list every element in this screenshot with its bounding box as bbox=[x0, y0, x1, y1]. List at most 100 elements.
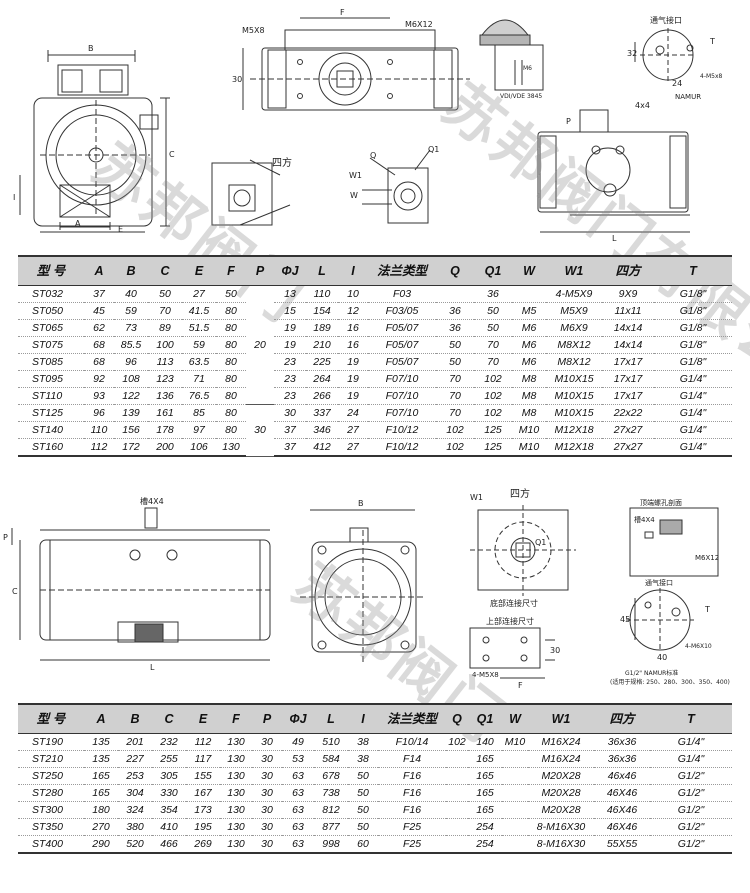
table-cell: 165 bbox=[468, 767, 502, 785]
table-cell: M8X12 bbox=[546, 353, 602, 371]
table-cell: 15 bbox=[274, 302, 306, 320]
table-cell: 135 bbox=[84, 750, 118, 768]
table-header-row: 型 号 A B C E F P ΦJ L I 法兰类型 Q Q1 W W1 四方… bbox=[18, 255, 732, 286]
table-cell: F07/10 bbox=[368, 404, 436, 422]
table-cell: 63 bbox=[282, 801, 314, 819]
bottom-flange-detail bbox=[470, 505, 576, 596]
table-cell: 117 bbox=[186, 750, 220, 768]
table-cell: M6 bbox=[512, 336, 546, 354]
label-dim30-2: 30 bbox=[550, 646, 560, 655]
table-cell: 173 bbox=[186, 801, 220, 819]
table-cell: 17x17 bbox=[602, 353, 654, 371]
table-cell: 324 bbox=[118, 801, 152, 819]
table-cell: G1/4" bbox=[650, 750, 732, 768]
table-cell: G1/2" bbox=[650, 818, 732, 836]
table-cell: 8-M16X30 bbox=[528, 835, 594, 854]
table-cell: 305 bbox=[152, 767, 186, 785]
table-cell: 10 bbox=[338, 285, 368, 303]
table-cell: 80 bbox=[216, 387, 246, 405]
table-cell: 154 bbox=[306, 302, 338, 320]
table-cell: M8 bbox=[512, 370, 546, 388]
table-cell: 89 bbox=[148, 319, 182, 337]
label-note2: (适用于规格: 250、280、300、350、400) bbox=[610, 678, 730, 686]
table-cell: 269 bbox=[186, 835, 220, 854]
table-cell: 19 bbox=[274, 336, 306, 354]
table-cell: 136 bbox=[148, 387, 182, 405]
table-cell: M5X9 bbox=[546, 302, 602, 320]
table-cell: 59 bbox=[114, 302, 148, 320]
table-cell: F03 bbox=[368, 285, 436, 303]
table-cell: 36x36 bbox=[594, 750, 650, 768]
table-cell: 30 bbox=[252, 818, 282, 836]
table-cell: 466 bbox=[152, 835, 186, 854]
table-cell: M8X12 bbox=[546, 336, 602, 354]
table-cell: 96 bbox=[114, 353, 148, 371]
header-flange: 法兰类型 bbox=[378, 703, 446, 734]
table-cell-model: ST350 bbox=[18, 818, 84, 836]
table-cell: 270 bbox=[84, 818, 118, 836]
table-cell: 30 bbox=[274, 404, 306, 422]
table-cell: 102 bbox=[436, 421, 474, 439]
label-B: B bbox=[88, 44, 94, 53]
table-cell: 201 bbox=[118, 733, 152, 751]
table-cell: 50 bbox=[436, 336, 474, 354]
table-cell: 172 bbox=[114, 438, 148, 457]
table-cell: 71 bbox=[182, 370, 216, 388]
table-cell: 108 bbox=[114, 370, 148, 388]
header-W1: W1 bbox=[546, 255, 602, 286]
table-cell: 130 bbox=[220, 818, 252, 836]
spec-table-2: 型 号 A B C E F P ΦJ L I 法兰类型 Q Q1 W W1 四方… bbox=[18, 703, 732, 854]
table-cell: 102 bbox=[446, 733, 468, 751]
header-F: F bbox=[216, 255, 246, 286]
table-cell: 50 bbox=[216, 285, 246, 303]
table-cell: 210 bbox=[306, 336, 338, 354]
header-square: 四方 bbox=[594, 703, 650, 734]
table-cell: 36x36 bbox=[594, 733, 650, 751]
label-Q1-2: Q1 bbox=[535, 538, 546, 547]
label-dingduan: 顶端螺孔剖面 bbox=[640, 498, 682, 507]
table-cell: 130 bbox=[220, 835, 252, 854]
table-cell: 13 bbox=[274, 285, 306, 303]
header-model: 型 号 bbox=[18, 703, 84, 734]
header-flange: 法兰类型 bbox=[368, 255, 436, 286]
table-cell: 330 bbox=[152, 784, 186, 802]
table-cell: 38 bbox=[348, 733, 378, 751]
table-cell: 130 bbox=[220, 733, 252, 751]
header-T: T bbox=[650, 703, 732, 734]
table-cell: M10X15 bbox=[546, 387, 602, 405]
table-cell: 38 bbox=[348, 750, 378, 768]
table-cell: 195 bbox=[186, 818, 220, 836]
table-cell: 584 bbox=[314, 750, 348, 768]
namur-top-right bbox=[634, 28, 696, 82]
table-cell: 130 bbox=[220, 767, 252, 785]
table-cell: F14 bbox=[378, 750, 446, 768]
table-cell: M12X18 bbox=[546, 438, 602, 457]
table-cell: 27 bbox=[338, 421, 368, 439]
label-sifang2: 四方 bbox=[510, 487, 530, 500]
table-cell: 80 bbox=[216, 370, 246, 388]
table-cell: 30 bbox=[252, 784, 282, 802]
header-W: W bbox=[512, 255, 546, 286]
table-cell-model: ST065 bbox=[18, 319, 84, 337]
label-M6x10: 4-M6X10 bbox=[685, 643, 712, 650]
table-cell: 63.5 bbox=[182, 353, 216, 371]
table-cell: 70 bbox=[436, 404, 474, 422]
table-cell: 266 bbox=[306, 387, 338, 405]
label-dim40: 40 bbox=[657, 653, 667, 662]
table-cell: 877 bbox=[314, 818, 348, 836]
header-P: P bbox=[252, 703, 282, 734]
table-cell: 102 bbox=[474, 387, 512, 405]
table-cell: 23 bbox=[274, 353, 306, 371]
table-cell: 130 bbox=[216, 438, 246, 457]
label-W1-2: W1 bbox=[470, 493, 483, 502]
label-dim30: 30 bbox=[232, 75, 242, 84]
label-tongqi: 通气接口 bbox=[650, 15, 682, 25]
table-cell: 100 bbox=[148, 336, 182, 354]
